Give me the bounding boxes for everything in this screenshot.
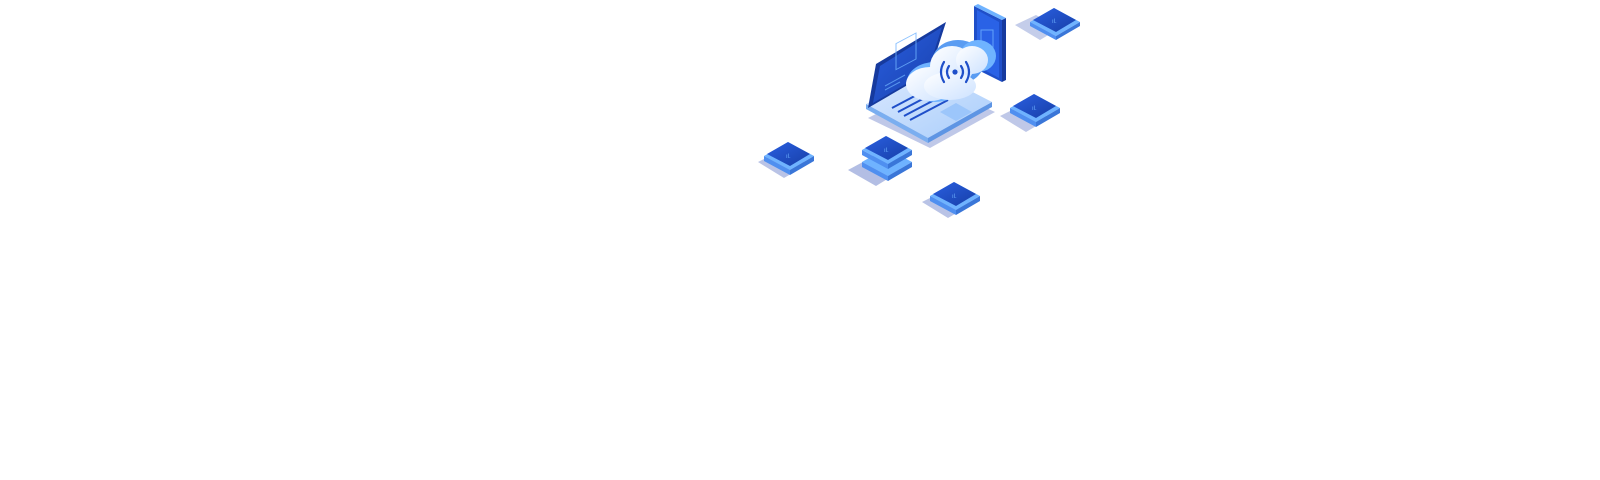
svg-text:ıl.: ıl. [786,154,791,160]
device-tile-icon: ıl. [758,142,814,178]
device-tile-icon: ıl. [848,136,912,186]
svg-text:ıl.: ıl. [1052,19,1057,25]
device-tile-icon: ıl. [1000,94,1060,132]
svg-text:ıl.: ıl. [884,148,889,154]
laptop-icon [866,22,992,143]
wireless-signal-icon [939,60,971,84]
svg-text:ıl.: ıl. [952,194,957,200]
device-tile-icon: ıl. [922,182,980,218]
svg-text:ıl.: ıl. [1032,106,1037,112]
device-tile-icon: ıl. [1015,8,1080,40]
